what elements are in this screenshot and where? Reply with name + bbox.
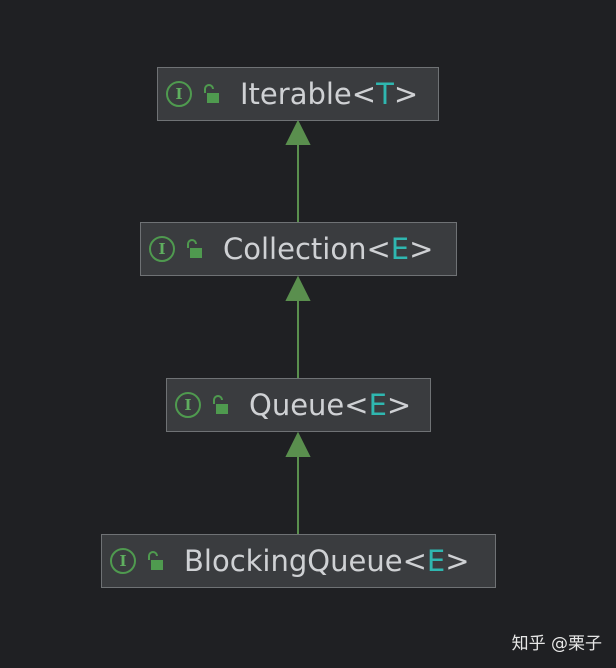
- type-parameter: T: [376, 77, 394, 111]
- interface-icon: I: [175, 392, 201, 418]
- type-parameter: E: [368, 388, 387, 422]
- node-label: Collection: [223, 232, 367, 266]
- type-parameter: E: [390, 232, 410, 266]
- node-iterable[interactable]: I Iterable<T>: [157, 67, 439, 121]
- arrowhead-queue: [285, 431, 311, 457]
- interface-icon: I: [149, 236, 175, 262]
- type-parameter: E: [426, 544, 446, 578]
- arrowhead-iterable: [285, 119, 311, 145]
- node-collection[interactable]: I Collection<E>: [140, 222, 457, 276]
- interface-icon: I: [166, 81, 192, 107]
- node-queue[interactable]: I Queue<E>: [166, 378, 431, 432]
- public-lock-icon: [185, 239, 203, 259]
- public-lock-icon: [146, 551, 164, 571]
- arrowhead-collection: [285, 275, 311, 301]
- interface-icon: I: [110, 548, 136, 574]
- node-label: BlockingQueue: [184, 544, 403, 578]
- node-label: Queue: [249, 388, 345, 422]
- node-blockingqueue[interactable]: I BlockingQueue<E>: [101, 534, 496, 588]
- watermark: 知乎 @栗子: [511, 634, 602, 654]
- node-label: Iterable: [240, 77, 352, 111]
- public-lock-icon: [211, 395, 229, 415]
- public-lock-icon: [202, 84, 220, 104]
